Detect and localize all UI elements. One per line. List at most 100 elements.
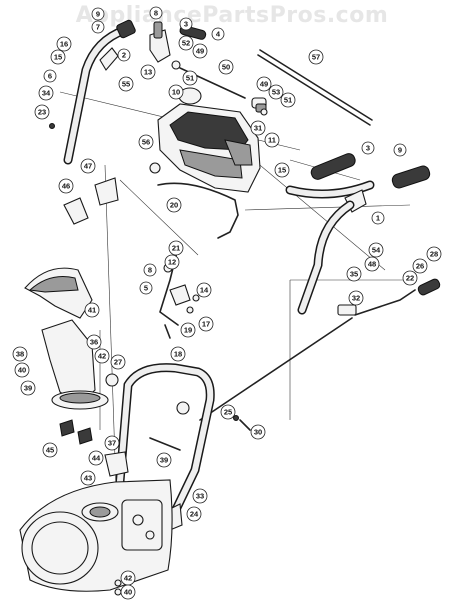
callout: 37 xyxy=(104,435,120,451)
top-lever-assembly xyxy=(149,21,207,70)
callout: 25 xyxy=(220,404,236,420)
svg-text:35: 35 xyxy=(350,270,358,279)
callout: 31 xyxy=(250,120,266,136)
svg-text:33: 33 xyxy=(196,492,204,501)
callout: 17 xyxy=(198,316,214,332)
control-rod-32 xyxy=(199,278,441,421)
svg-text:54: 54 xyxy=(372,246,381,255)
callout: 41 xyxy=(84,302,100,318)
svg-text:42: 42 xyxy=(98,352,106,361)
callout: 3 xyxy=(179,17,193,31)
callout: 53 xyxy=(268,84,284,100)
callout: 50 xyxy=(218,59,234,75)
svg-text:42: 42 xyxy=(124,574,132,583)
callout: 8 xyxy=(143,263,157,277)
svg-text:38: 38 xyxy=(16,350,24,359)
svg-text:40: 40 xyxy=(18,366,26,375)
callout: 56 xyxy=(138,134,154,150)
svg-text:3: 3 xyxy=(184,20,188,29)
svg-text:14: 14 xyxy=(200,286,209,295)
callout: 49 xyxy=(192,43,208,59)
svg-text:45: 45 xyxy=(46,446,54,455)
callout: 47 xyxy=(80,158,96,174)
svg-text:9: 9 xyxy=(96,10,100,19)
svg-text:6: 6 xyxy=(48,72,52,81)
svg-text:55: 55 xyxy=(122,80,130,89)
callout: 35 xyxy=(346,266,362,282)
svg-text:10: 10 xyxy=(172,88,180,97)
grip-3 xyxy=(310,153,356,180)
callout: 48 xyxy=(364,256,380,272)
callout: 9 xyxy=(91,7,105,21)
callout: 49 xyxy=(256,76,272,92)
svg-text:52: 52 xyxy=(182,39,190,48)
svg-text:7: 7 xyxy=(96,23,100,32)
bracket-39 xyxy=(176,401,190,415)
callout: 6 xyxy=(43,69,57,83)
callout: 30 xyxy=(250,424,266,440)
svg-text:39: 39 xyxy=(160,456,168,465)
lower-right-handle xyxy=(297,200,355,315)
svg-text:46: 46 xyxy=(62,182,70,191)
callout: 51 xyxy=(182,70,198,86)
callout: 26 xyxy=(412,258,428,274)
svg-text:20: 20 xyxy=(170,201,178,210)
callout: 42 xyxy=(94,348,110,364)
svg-text:32: 32 xyxy=(352,294,360,303)
svg-text:51: 51 xyxy=(284,96,292,105)
callout: 9 xyxy=(393,143,407,157)
callout: 2 xyxy=(117,48,131,62)
callout: 57 xyxy=(308,49,324,65)
callout: 15 xyxy=(50,49,66,65)
callout: 36 xyxy=(86,334,102,350)
svg-text:23: 23 xyxy=(38,108,46,117)
callout: 51 xyxy=(280,92,296,108)
svg-text:9: 9 xyxy=(398,146,402,155)
svg-text:19: 19 xyxy=(184,326,192,335)
chute-41 xyxy=(24,267,93,319)
svg-text:17: 17 xyxy=(202,320,210,329)
svg-text:37: 37 xyxy=(108,439,116,448)
callout: 18 xyxy=(170,346,186,362)
callout: 15 xyxy=(274,162,290,178)
pin-56 xyxy=(149,162,161,174)
callout: 52 xyxy=(178,35,194,51)
upper-right-handle xyxy=(285,180,375,213)
svg-text:48: 48 xyxy=(368,260,376,269)
svg-text:47: 47 xyxy=(84,162,92,171)
svg-text:13: 13 xyxy=(144,68,152,77)
svg-text:15: 15 xyxy=(54,53,62,62)
svg-text:41: 41 xyxy=(88,306,96,315)
svg-text:21: 21 xyxy=(172,244,180,253)
callout: 11 xyxy=(264,132,280,148)
rod-57 xyxy=(257,49,373,126)
callout: 38 xyxy=(12,346,28,362)
dash-panel xyxy=(157,103,261,193)
callout: 8 xyxy=(149,6,163,20)
deflector-47-46 xyxy=(63,177,119,225)
assembly-reference-lines xyxy=(59,91,411,489)
svg-text:8: 8 xyxy=(148,266,152,275)
gear-27 xyxy=(105,373,119,387)
callout: 5 xyxy=(139,281,153,295)
callout: 39 xyxy=(156,452,172,468)
svg-text:22: 22 xyxy=(406,274,414,283)
svg-text:27: 27 xyxy=(114,358,122,367)
svg-text:4: 4 xyxy=(216,30,221,39)
callout: 10 xyxy=(168,84,184,100)
callout: 19 xyxy=(180,322,196,338)
grip-9 xyxy=(391,165,431,189)
svg-text:34: 34 xyxy=(42,89,51,98)
callout: 16 xyxy=(56,36,72,52)
callout: 45 xyxy=(42,442,58,458)
svg-text:36: 36 xyxy=(90,338,98,347)
svg-text:24: 24 xyxy=(190,510,199,519)
center-linkage xyxy=(159,247,200,339)
svg-text:8: 8 xyxy=(154,9,158,18)
svg-text:57: 57 xyxy=(312,53,320,62)
svg-text:28: 28 xyxy=(430,250,438,259)
callout: 34 xyxy=(38,85,54,101)
callout: 14 xyxy=(196,282,212,298)
callout: 4 xyxy=(211,27,225,41)
